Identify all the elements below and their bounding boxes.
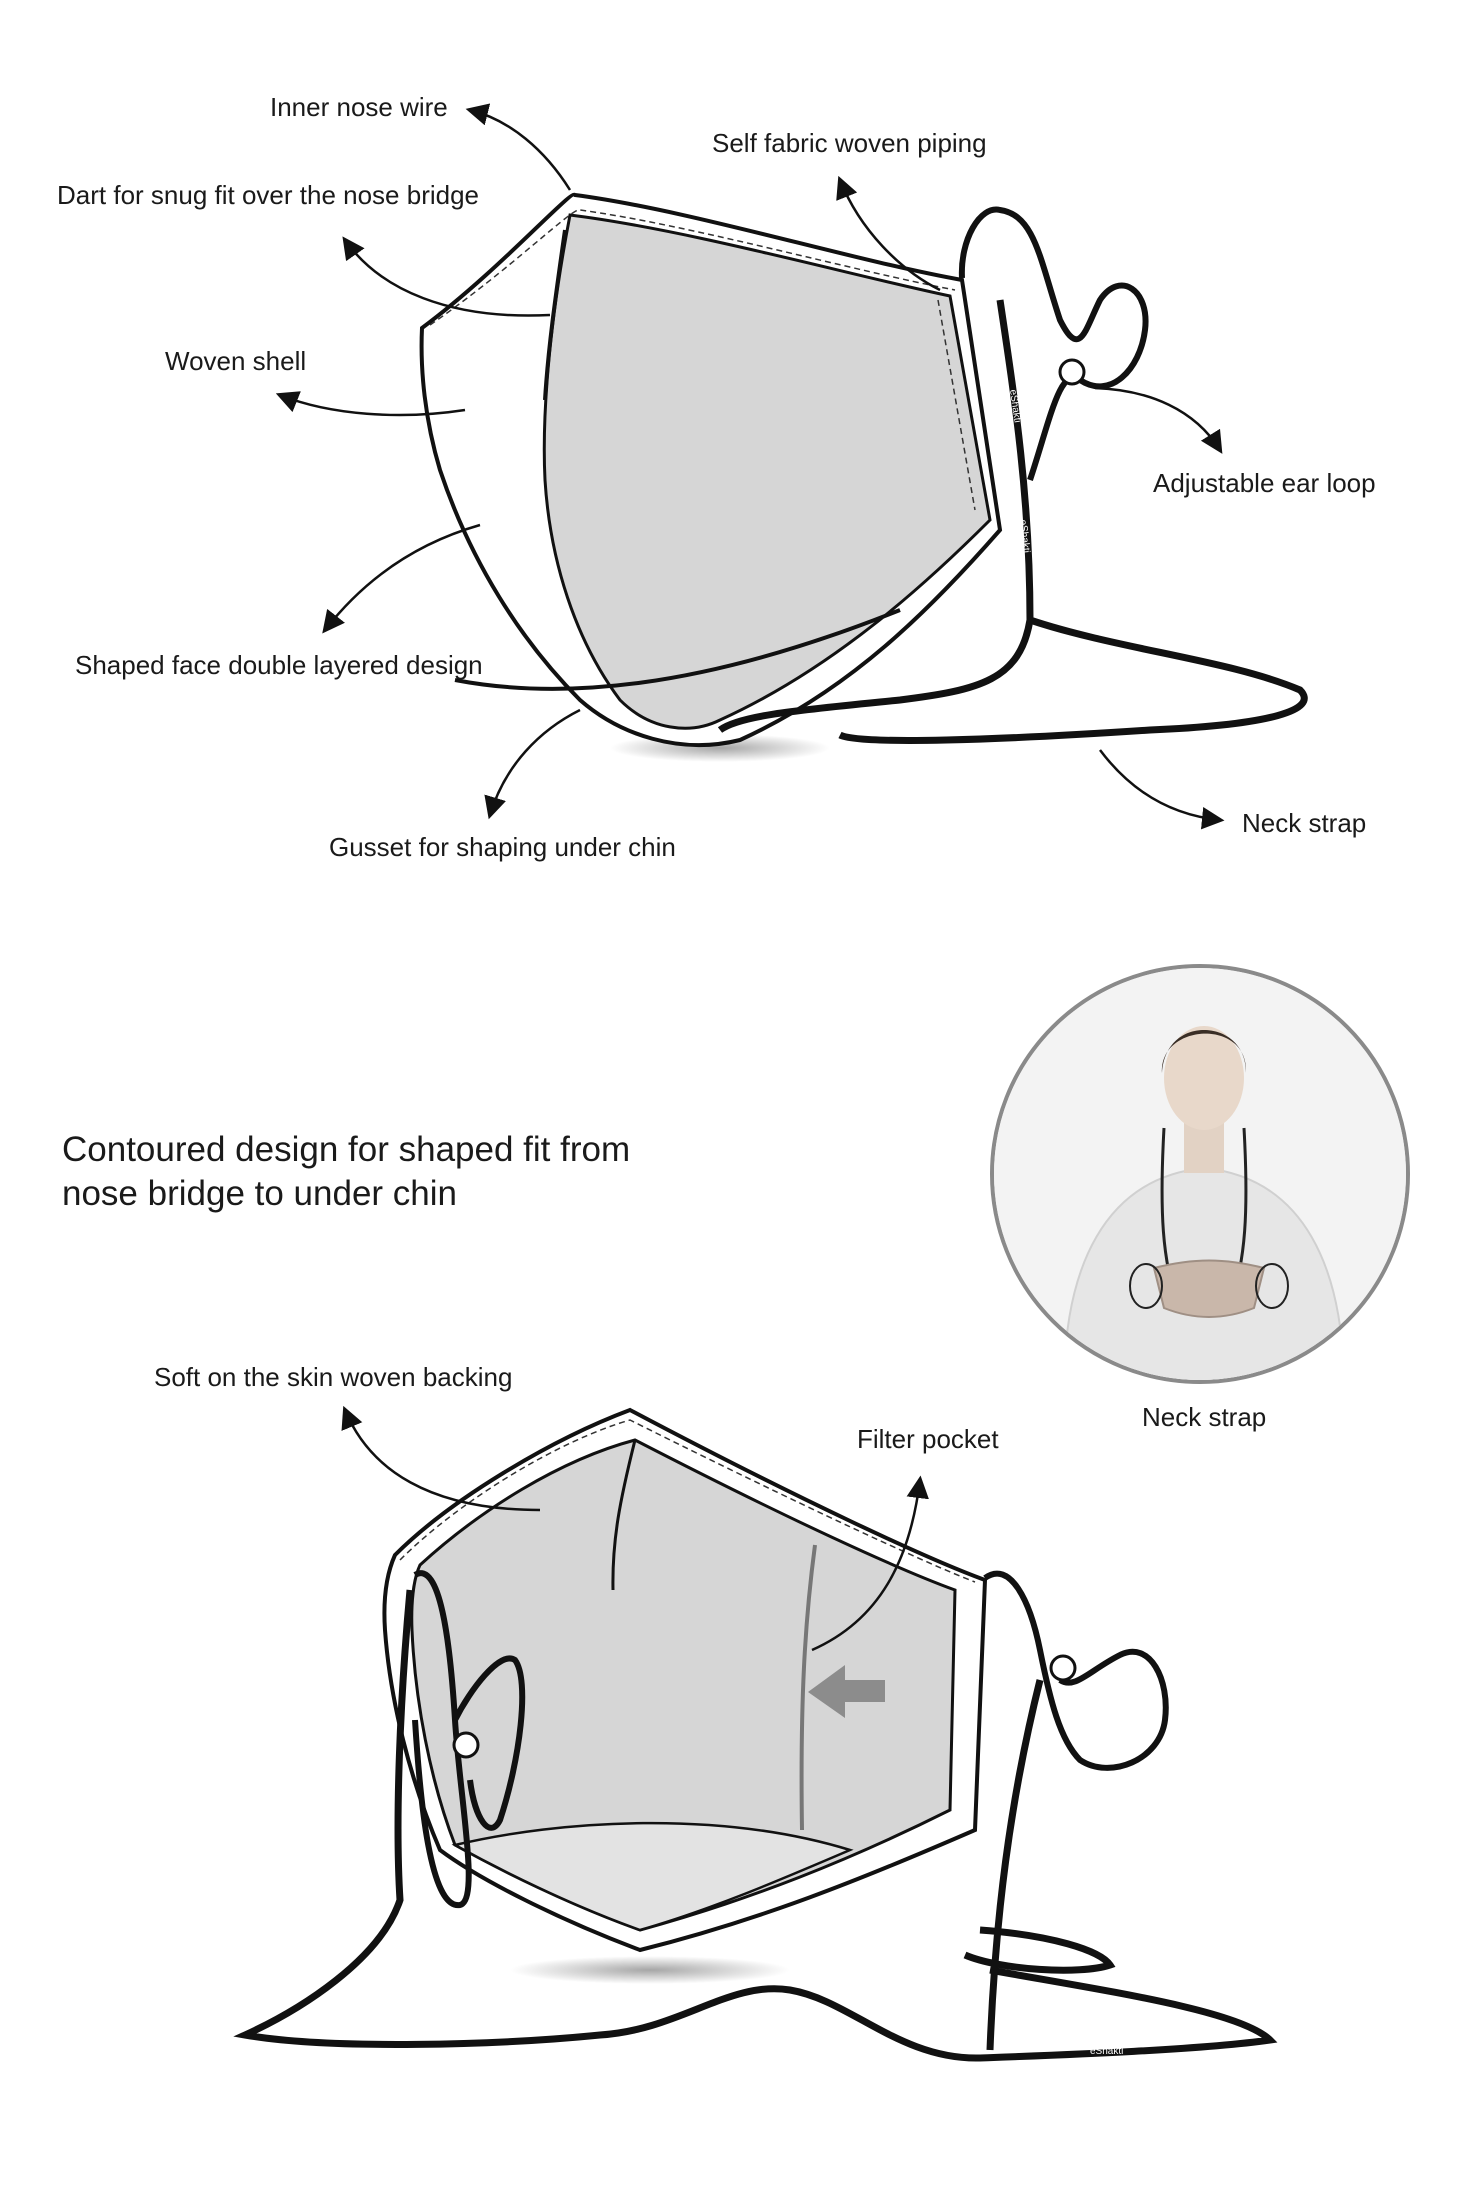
top-leader-arrows (275, 103, 1225, 830)
label-shaped-face: Shaped face double layered design (75, 650, 483, 680)
bottom-mask-filter-seam (799, 1544, 817, 1831)
label-dart: Dart for snug fit over the nose bridge (57, 180, 480, 210)
bottom-left-toggle (452, 1731, 480, 1759)
model-photo (990, 964, 1410, 1384)
bottom-mask-stitch (399, 1419, 976, 1583)
arrow-soft-backing (341, 1405, 541, 1512)
bottom-mask-dart (611, 1439, 637, 1591)
bottom-left-ear-loop (412, 1570, 526, 1909)
top-ear-loop-toggle (1058, 358, 1086, 386)
photo-caption: Neck strap (1142, 1402, 1267, 1432)
arrow-dart (342, 236, 551, 317)
arrow-gusset (484, 708, 581, 820)
label-neck-strap: Neck strap (1242, 808, 1367, 838)
arrow-ear-loop (1094, 386, 1223, 454)
label-inner-nose-wire: Inner nose wire (270, 92, 448, 122)
top-mask-piping-stitch (429, 209, 956, 326)
top-mask (419, 192, 1308, 762)
feature-heading: Contoured design for shaped fit from nos… (62, 1128, 630, 1216)
bottom-mask-chin-panel (451, 1821, 854, 1932)
arrow-neck-strap (1099, 749, 1225, 830)
bottom-right-ear-loop (983, 1570, 1169, 1771)
bottom-mask-shadow (510, 1956, 790, 1984)
feature-heading-line-2: nose bridge to under chin (62, 1174, 457, 1213)
bottom-mask (233, 1407, 1278, 2062)
arrow-inner-nose-wire (465, 103, 572, 191)
bottom-neck-strap (233, 1589, 1278, 2062)
bottom-right-toggle (1049, 1654, 1077, 1682)
feature-heading-line-1: Contoured design for shaped fit from (62, 1130, 631, 1169)
label-filter-pocket: Filter pocket (857, 1424, 999, 1454)
top-mask-gusset (454, 608, 901, 691)
arrow-shaped-face (322, 523, 481, 634)
bottom-leader-arrows (341, 1405, 929, 1652)
label-gusset: Gusset for shaping under chin (329, 832, 676, 862)
top-mask-inner-panel (542, 213, 992, 730)
top-mask-side-stitch (937, 299, 976, 511)
top-mask-dart (543, 229, 567, 401)
label-woven-shell: Woven shell (165, 346, 307, 376)
top-mask-ear-loop (958, 206, 1149, 481)
arrow-filter-pocket (811, 1475, 929, 1652)
top-mask-neck-strap (717, 299, 1308, 744)
label-adjustable-ear-loop: Adjustable ear loop (1153, 468, 1376, 498)
filter-pocket-arrow (808, 1665, 885, 1718)
arrow-self-fabric-piping (836, 175, 941, 292)
model-photo-illustration (994, 968, 1406, 1380)
label-self-fabric-piping: Self fabric woven piping (712, 128, 987, 158)
arrow-woven-shell (275, 391, 466, 417)
label-soft-backing: Soft on the skin woven backing (154, 1362, 513, 1392)
